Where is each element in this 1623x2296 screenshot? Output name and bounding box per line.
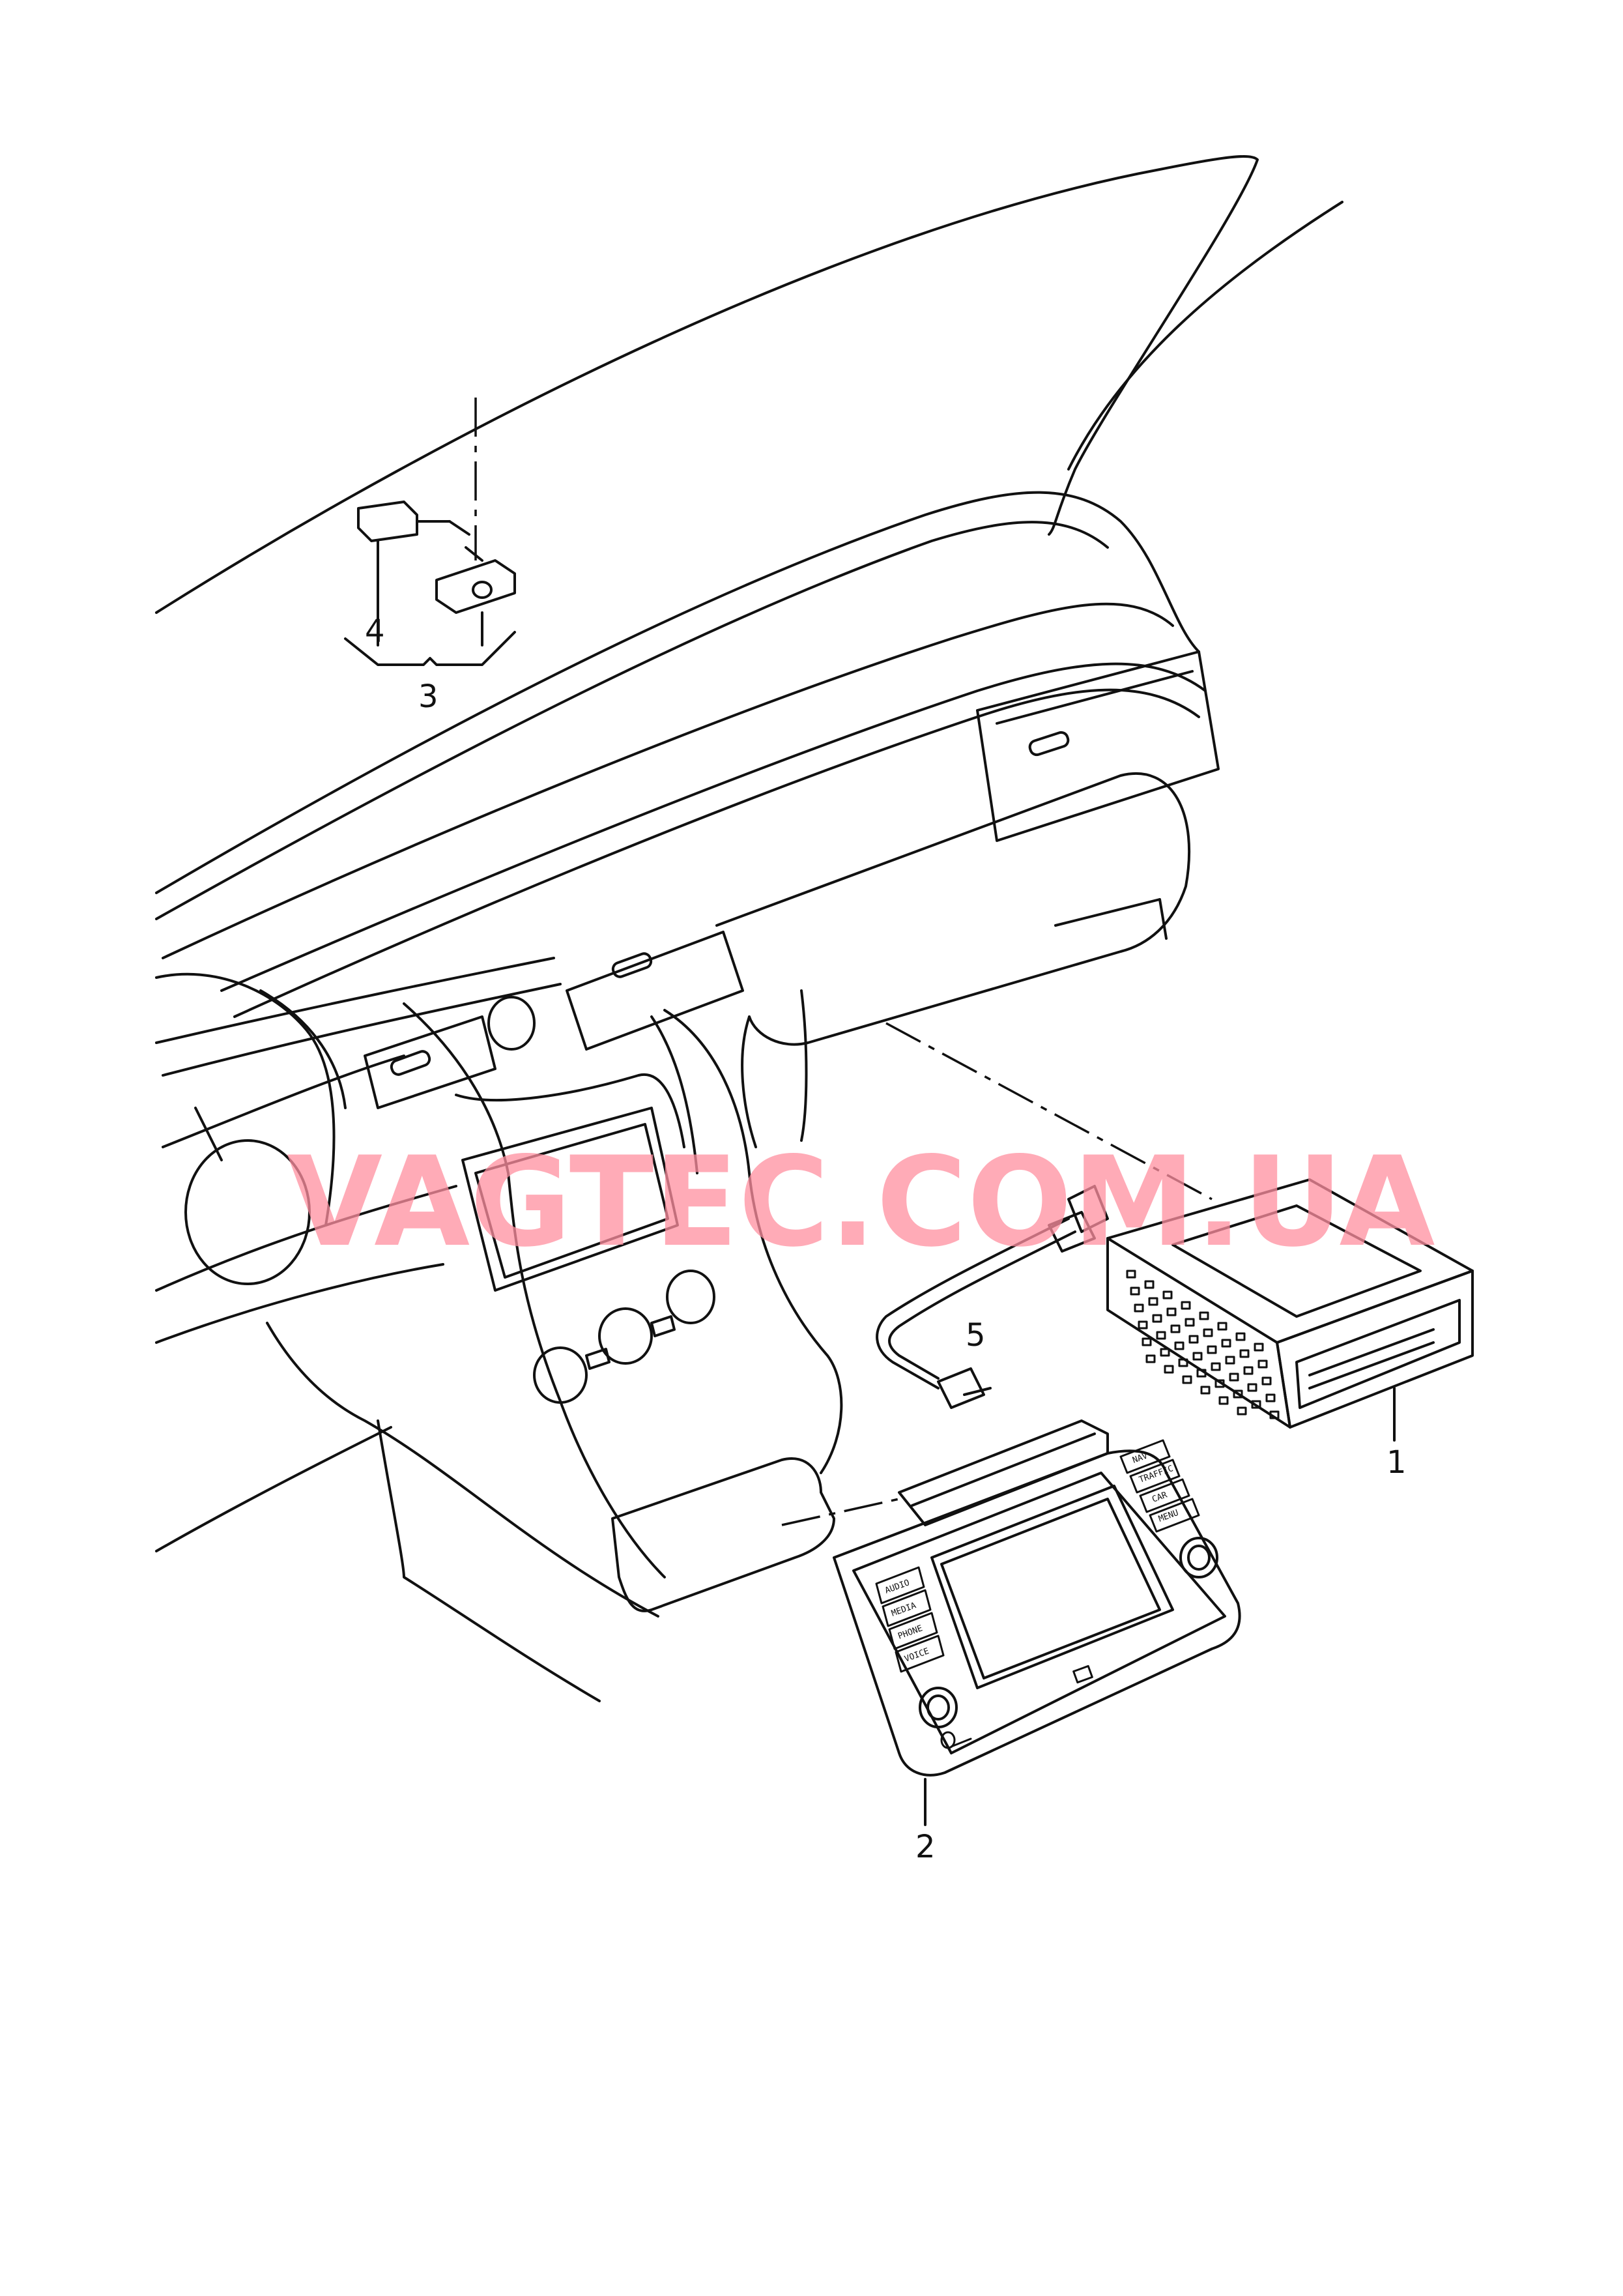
vent-hole bbox=[1247, 1383, 1257, 1392]
vent-hole bbox=[1185, 1318, 1195, 1327]
vent-hole bbox=[1217, 1322, 1228, 1331]
vent-hole bbox=[1235, 1332, 1246, 1341]
dashboard-outline bbox=[155, 155, 1343, 1702]
radio-head-unit: AUDIO MEDIA PHONE VOICE NAV TRAFFIC CAR … bbox=[781, 1419, 1241, 1826]
antenna-cable bbox=[876, 1185, 1109, 1409]
vent-hole bbox=[1229, 1373, 1239, 1382]
vent-hole bbox=[1145, 1354, 1156, 1363]
watermark-text: VAGTEC.COM.UA bbox=[287, 1130, 1435, 1274]
button-nav-label: NAV bbox=[1131, 1451, 1149, 1466]
vent-hole bbox=[1265, 1393, 1276, 1402]
vent-hole bbox=[1148, 1297, 1158, 1306]
vent-hole bbox=[1199, 1311, 1209, 1320]
vent-hole bbox=[1144, 1280, 1155, 1289]
vent-holes bbox=[1126, 1270, 1280, 1419]
callout-4: 4 bbox=[365, 613, 385, 650]
navigation-module bbox=[885, 1022, 1474, 1442]
vent-hole bbox=[1257, 1359, 1268, 1369]
vent-hole bbox=[1237, 1406, 1247, 1416]
vent-hole bbox=[1200, 1386, 1211, 1395]
vent-hole bbox=[1182, 1375, 1192, 1384]
callout-labels: 1 2 3 4 5 bbox=[365, 613, 1407, 1865]
vent-hole bbox=[1134, 1303, 1144, 1313]
callout-3: 3 bbox=[418, 678, 438, 715]
right-buttons: NAV TRAFFIC CAR MENU bbox=[1119, 1439, 1200, 1533]
vent-hole bbox=[1233, 1389, 1243, 1399]
vent-hole bbox=[1203, 1328, 1213, 1337]
vent-hole bbox=[1164, 1365, 1174, 1374]
vent-hole bbox=[1211, 1362, 1221, 1371]
vent-hole bbox=[1156, 1331, 1166, 1340]
vent-hole bbox=[1218, 1396, 1229, 1405]
vent-hole bbox=[1261, 1376, 1272, 1386]
vent-hole bbox=[1243, 1366, 1254, 1375]
vent-hole bbox=[1130, 1286, 1140, 1296]
vent-hole bbox=[1251, 1400, 1261, 1409]
button-car-label: CAR bbox=[1151, 1490, 1168, 1505]
vent-hole bbox=[1192, 1352, 1203, 1361]
vent-hole bbox=[1160, 1348, 1170, 1357]
vent-hole bbox=[1142, 1337, 1152, 1346]
vent-hole bbox=[1269, 1410, 1280, 1419]
vent-hole bbox=[1207, 1345, 1217, 1354]
sensor-assembly bbox=[344, 398, 516, 666]
vent-hole bbox=[1225, 1356, 1235, 1365]
callout-1: 1 bbox=[1386, 1444, 1407, 1481]
vent-hole bbox=[1170, 1324, 1181, 1333]
vent-hole bbox=[1126, 1270, 1136, 1279]
left-buttons: AUDIO MEDIA PHONE VOICE bbox=[875, 1566, 945, 1673]
vent-hole bbox=[1188, 1335, 1199, 1344]
vent-hole bbox=[1138, 1320, 1148, 1330]
vent-hole bbox=[1162, 1290, 1173, 1300]
callout-5: 5 bbox=[966, 1317, 986, 1354]
vent-hole bbox=[1174, 1341, 1185, 1350]
vent-hole bbox=[1166, 1307, 1177, 1316]
vent-hole bbox=[1254, 1343, 1264, 1352]
vent-hole bbox=[1221, 1339, 1231, 1348]
vent-hole bbox=[1214, 1379, 1225, 1388]
vent-hole bbox=[1178, 1358, 1188, 1367]
vent-hole bbox=[1239, 1349, 1250, 1358]
vent-hole bbox=[1152, 1314, 1162, 1323]
vent-hole bbox=[1196, 1369, 1207, 1378]
callout-2: 2 bbox=[915, 1829, 936, 1865]
vent-hole bbox=[1181, 1301, 1191, 1310]
